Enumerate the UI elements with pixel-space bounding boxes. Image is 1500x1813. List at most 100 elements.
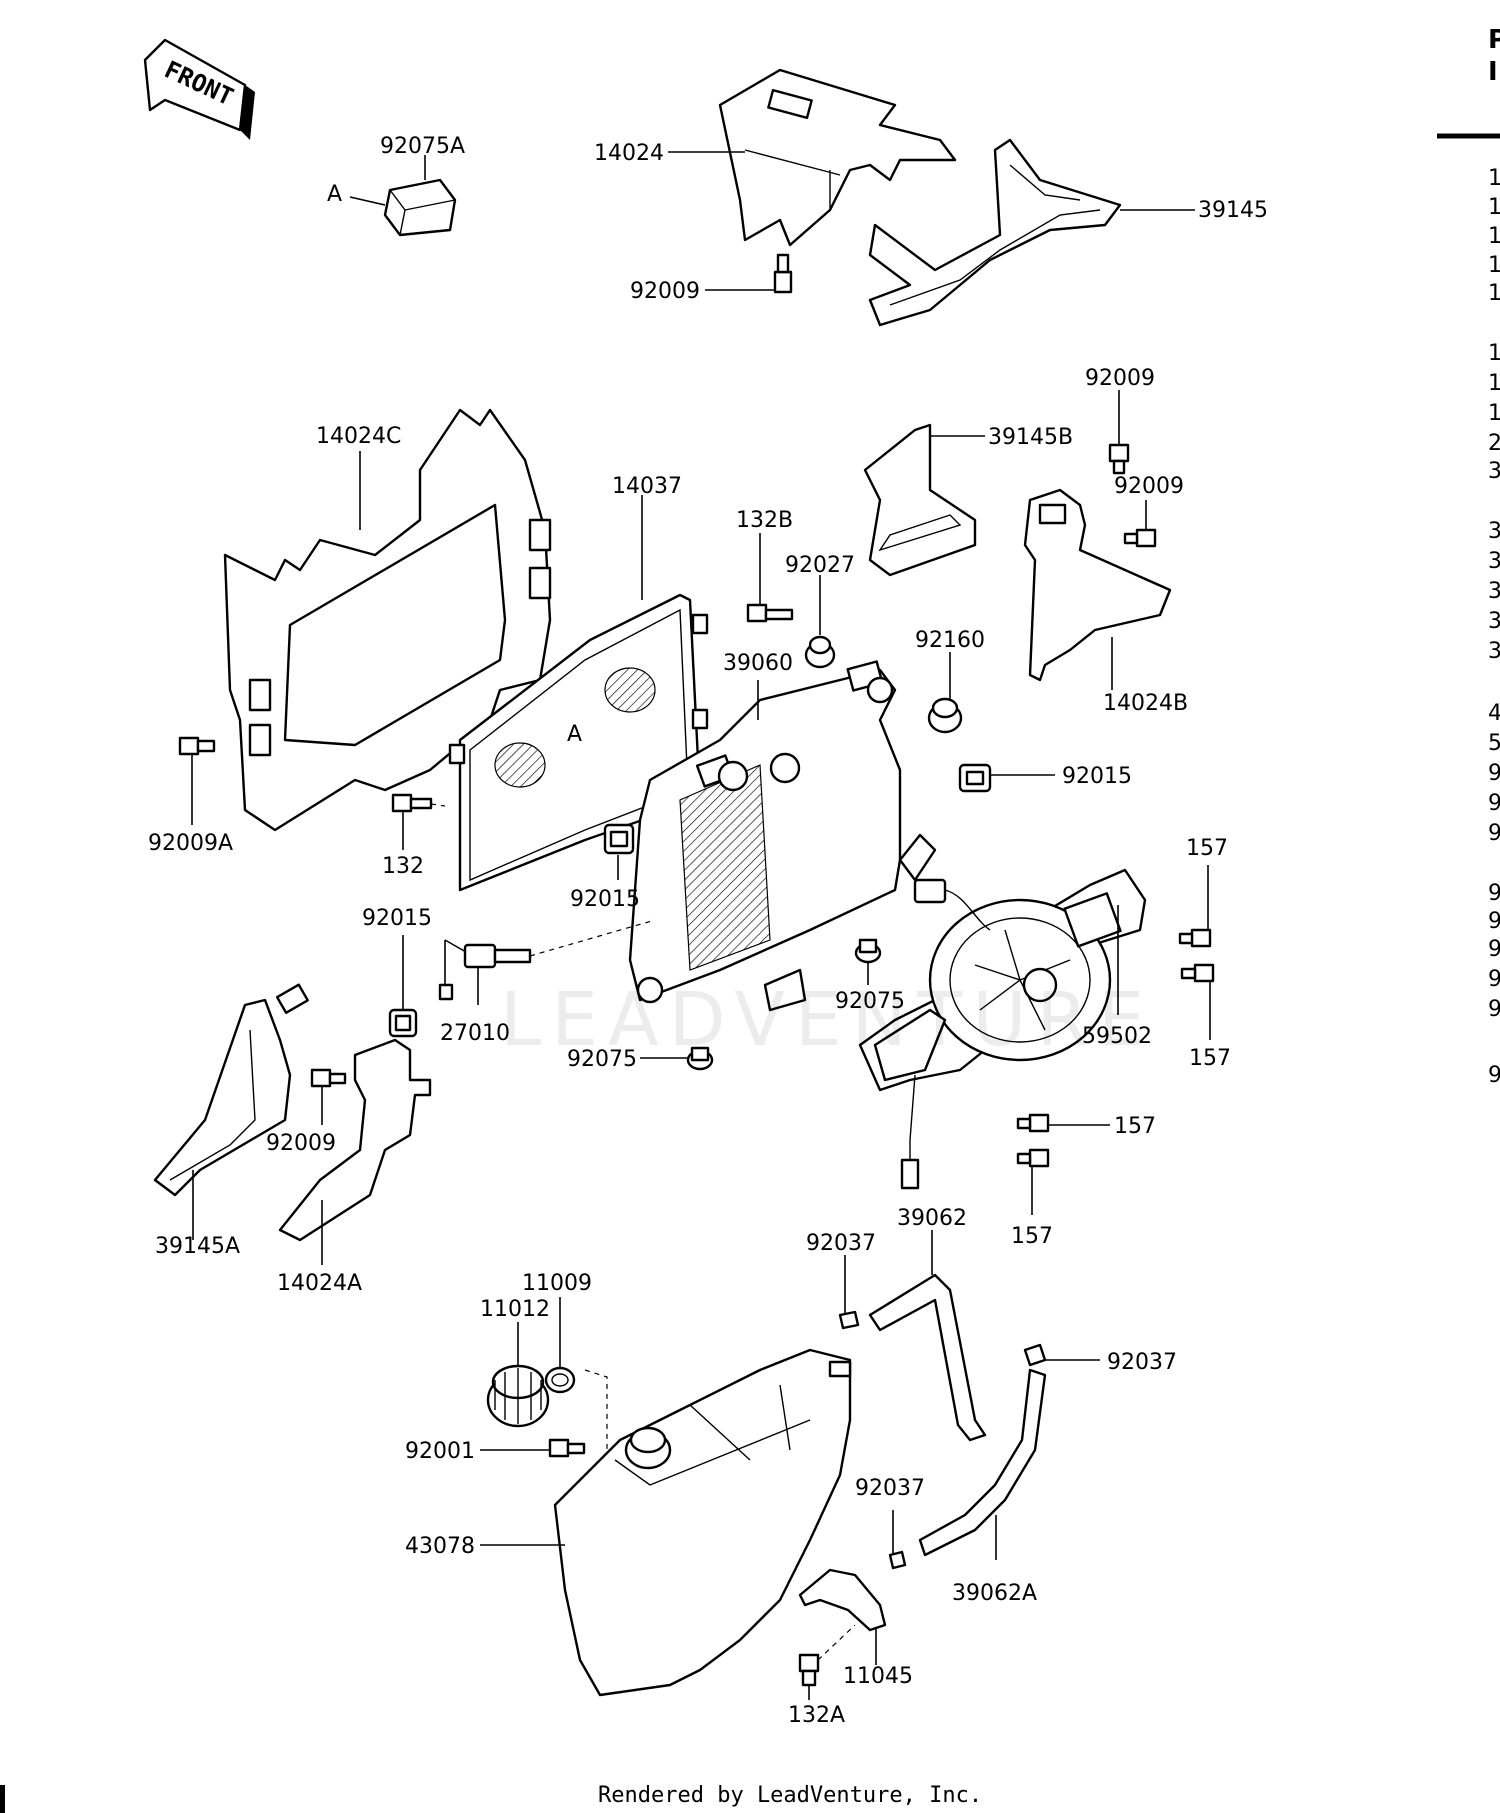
edge-glyph: 1 — [1488, 401, 1500, 426]
edge-glyph: 9 — [1488, 821, 1500, 846]
edge-glyph: 1 — [1488, 253, 1500, 278]
label-92009-right-1: 92009 — [1085, 366, 1155, 391]
edge-glyph: 3 — [1488, 639, 1500, 664]
edge-glyph: 2 — [1488, 431, 1500, 456]
edge-glyph: 1 — [1488, 341, 1500, 366]
part-39062-hose — [868, 1230, 987, 1442]
label-92037-b: 92037 — [1107, 1350, 1177, 1375]
label-92015-center: 92015 — [570, 887, 640, 912]
edge-glyph: I — [1488, 57, 1498, 87]
label-11045: 11045 — [843, 1664, 913, 1689]
label-92075a: 92075A — [380, 134, 465, 159]
label-39062a: 39062A — [952, 1581, 1037, 1606]
edge-glyph: 1 — [1488, 195, 1500, 220]
label-92037-c: 92037 — [855, 1476, 925, 1501]
part-92009-bolt-left — [310, 1068, 347, 1125]
label-14037: 14037 — [612, 474, 682, 499]
label-39062: 39062 — [897, 1206, 967, 1231]
edge-glyph: 3 — [1488, 519, 1500, 544]
part-92075a-pad — [349, 155, 457, 237]
part-92075-grommet-bottom — [640, 1046, 714, 1071]
part-43078-tank — [480, 1348, 852, 1697]
part-92015-clip-center — [603, 823, 635, 880]
edge-glyph: 3 — [1488, 579, 1500, 604]
part-157-bolt-d — [1016, 1148, 1050, 1215]
edge-glyph: 9 — [1488, 937, 1500, 962]
left-edge-mark — [0, 1785, 5, 1813]
edge-glyph: 9 — [1488, 997, 1500, 1022]
part-92160-cushion — [927, 652, 963, 734]
edge-glyph: 1 — [1488, 281, 1500, 306]
label-92075-center: 92075 — [835, 989, 905, 1014]
part-14024-bracket — [668, 68, 957, 247]
edge-glyph: 3 — [1488, 549, 1500, 574]
label-92009-top: 92009 — [630, 279, 700, 304]
label-132: 132 — [382, 854, 424, 879]
part-92001-bolt — [480, 1438, 586, 1458]
part-92027-grommet — [804, 575, 836, 669]
label-14024a: 14024A — [277, 1271, 362, 1296]
label-ref-a-1: A — [327, 182, 342, 207]
part-14024a-bracket — [278, 1038, 432, 1265]
part-92009-bolt-top — [705, 253, 793, 294]
part-92015-clip-right — [958, 763, 1055, 793]
part-92009a-bolt — [178, 736, 216, 825]
edge-glyph: 9 — [1488, 967, 1500, 992]
edge-glyph: 1 — [1488, 224, 1500, 249]
label-39145: 39145 — [1198, 198, 1268, 223]
part-132b-bolt — [746, 533, 794, 623]
edge-glyph: 9 — [1488, 881, 1500, 906]
label-92009-left: 92009 — [266, 1131, 336, 1156]
part-39145b-duct — [863, 423, 985, 577]
label-157-a: 157 — [1186, 836, 1228, 861]
label-132b: 132B — [736, 508, 793, 533]
label-132a: 132A — [788, 1703, 845, 1728]
part-132-bolt — [391, 793, 446, 850]
part-14024c-shroud — [223, 408, 552, 832]
part-92037-clamp-b — [1023, 1343, 1100, 1367]
part-92075-grommet-center — [854, 938, 882, 985]
edge-glyph: 1 — [1488, 166, 1500, 191]
label-92015-right: 92015 — [1062, 764, 1132, 789]
part-157-bolt-b — [1180, 963, 1215, 1040]
part-157-bolt-c — [1016, 1113, 1110, 1133]
label-157-d: 157 — [1011, 1224, 1053, 1249]
label-92027: 92027 — [785, 553, 855, 578]
label-14024b: 14024B — [1103, 691, 1188, 716]
part-11012-cap — [486, 1322, 550, 1428]
edge-glyph: 9 — [1488, 761, 1500, 786]
edge-glyph: 9 — [1488, 909, 1500, 934]
watermark: LEADVENTURE — [500, 977, 1155, 1063]
part-39145a-duct — [153, 983, 309, 1240]
part-11009-gasket — [544, 1297, 608, 1450]
label-14024: 14024 — [594, 141, 664, 166]
label-92075-bottom: 92075 — [567, 1047, 637, 1072]
label-59502: 59502 — [1082, 1024, 1152, 1049]
part-27010-switch — [438, 919, 656, 1005]
part-14024b-bracket — [1023, 488, 1172, 690]
edge-glyph: 9 — [1488, 791, 1500, 816]
label-11012: 11012 — [480, 1297, 550, 1322]
part-59502-fan — [858, 868, 1147, 1092]
label-39145b: 39145B — [988, 425, 1073, 450]
part-11045-bracket — [798, 1568, 887, 1665]
label-92009a: 92009A — [148, 831, 233, 856]
label-92037-a: 92037 — [806, 1231, 876, 1256]
part-39060-radiator — [628, 660, 937, 1012]
part-92015-clip-left — [388, 935, 418, 1038]
part-92037-clamp-c — [888, 1510, 907, 1570]
label-14024c: 14024C — [316, 424, 401, 449]
label-ref-a-2: A — [567, 722, 582, 747]
part-39062a-hose — [918, 1368, 1047, 1560]
label-92009-right-2: 92009 — [1114, 474, 1184, 499]
label-43078: 43078 — [405, 1534, 475, 1559]
label-39145a: 39145A — [155, 1234, 240, 1259]
edge-glyph: 1 — [1488, 371, 1500, 396]
part-132a-bolt — [798, 1624, 856, 1700]
part-92009-bolt-right-2 — [1123, 500, 1157, 548]
part-39062-lead — [900, 1074, 920, 1190]
label-92015-left: 92015 — [362, 906, 432, 931]
edge-glyph: P — [1488, 25, 1500, 55]
